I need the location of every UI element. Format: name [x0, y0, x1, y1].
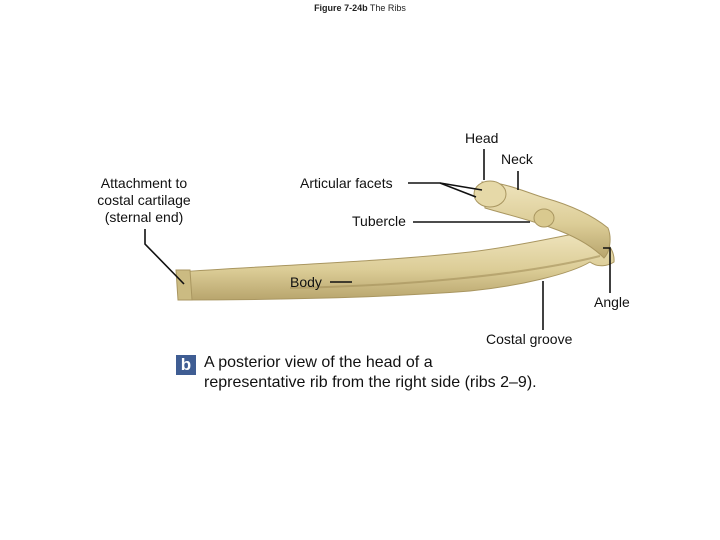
label-neck: Neck: [501, 151, 533, 167]
label-attachment: Attachment to costal cartilage (sternal …: [84, 175, 204, 226]
rib-head: [473, 180, 507, 208]
caption-text: A posterior view of the head of a repres…: [204, 353, 537, 393]
caption-line1: A posterior view of the head of a: [204, 354, 433, 371]
leader-articular-facets: [408, 182, 477, 198]
caption-line2: representative rib from the right side (…: [204, 374, 537, 391]
rib-sternal-end: [175, 269, 193, 301]
label-tubercle: Tubercle: [352, 213, 406, 229]
label-attachment-line3: (sternal end): [104, 209, 184, 225]
leader-articular-facets-2: [439, 182, 483, 191]
figure-name: The Ribs: [369, 3, 406, 13]
label-attachment-line1: Attachment to: [100, 175, 188, 191]
label-head: Head: [465, 130, 499, 146]
label-articular-facets: Articular facets: [300, 175, 393, 191]
label-attachment-line2: costal cartilage: [97, 192, 191, 208]
caption-badge: b: [176, 355, 196, 375]
rib-bone: [177, 231, 615, 301]
figure-title: Figure 7-24b The Ribs: [0, 3, 720, 13]
costal-groove-shade: [289, 255, 601, 289]
label-costal-groove: Costal groove: [486, 331, 573, 347]
rib-tubercle: [533, 208, 555, 228]
figure-caption: b A posterior view of the head of a repr…: [176, 353, 537, 393]
leader-angle: [603, 247, 611, 293]
leader-attachment: [144, 229, 185, 285]
label-angle: Angle: [594, 294, 630, 310]
label-body: Body: [290, 274, 322, 290]
figure-number: Figure 7-24b: [314, 3, 368, 13]
